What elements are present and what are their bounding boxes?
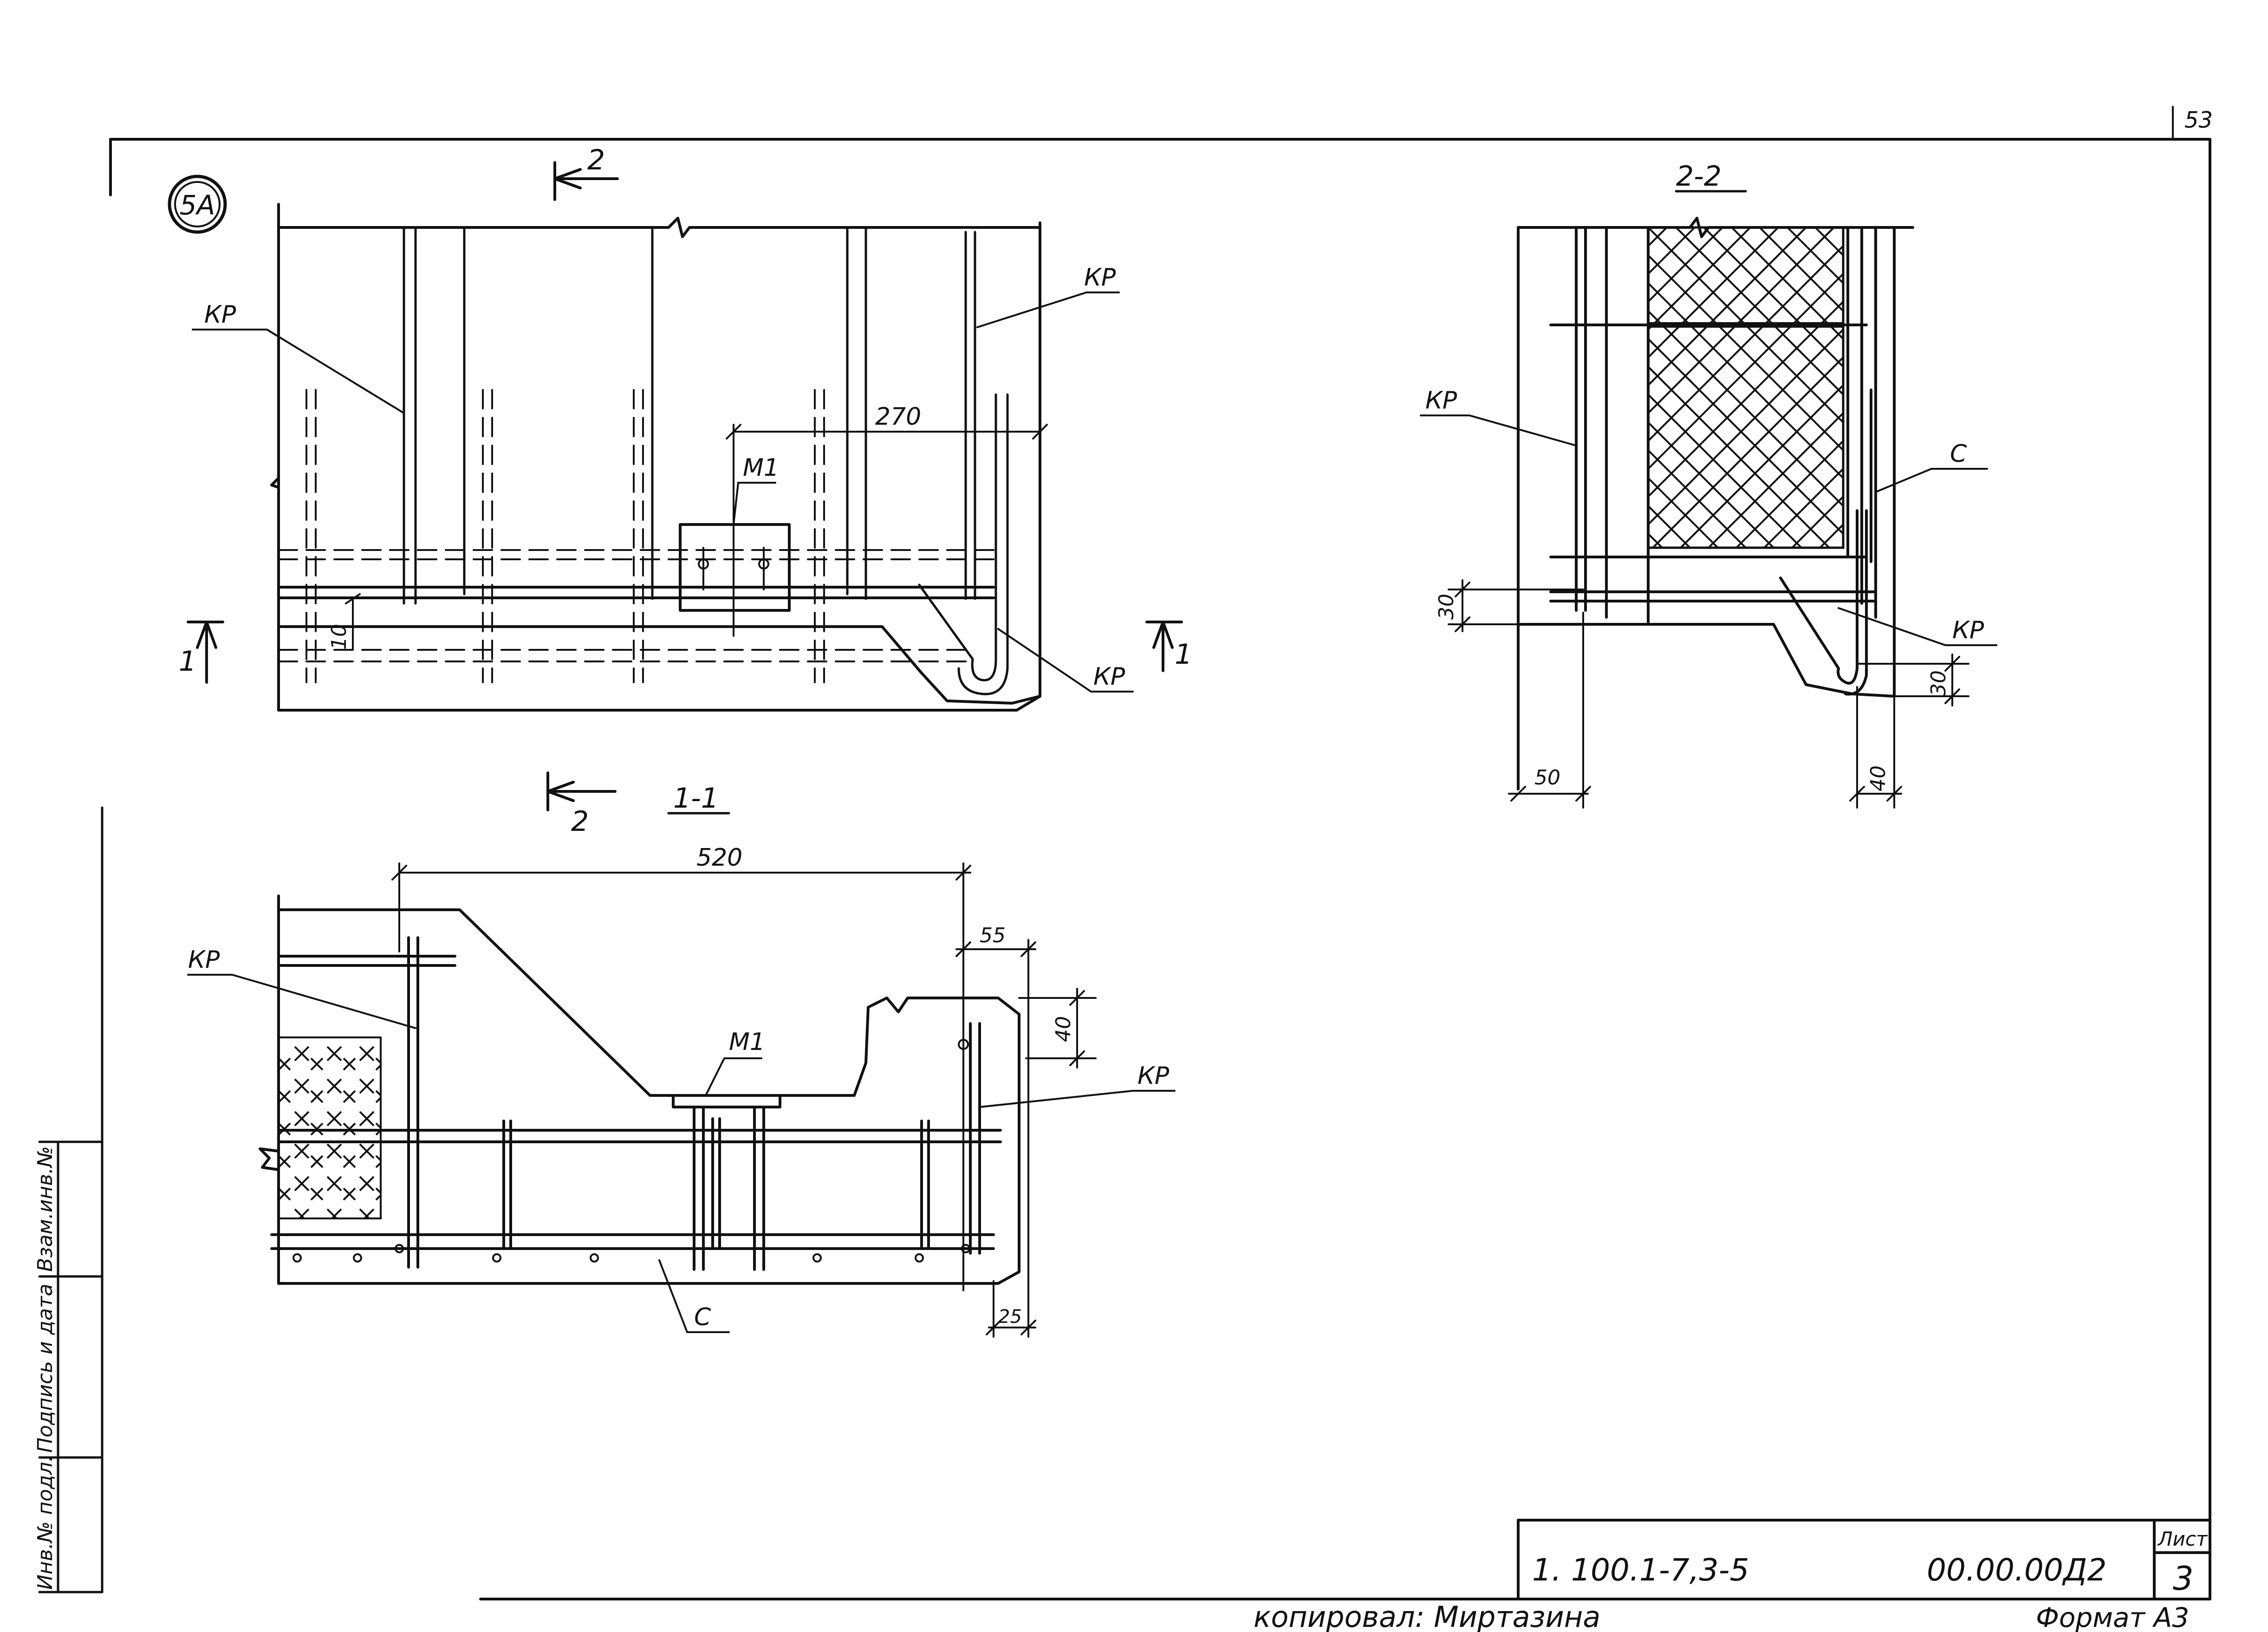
plan-outline — [270, 203, 1041, 712]
cut-mark-2-lower-label: 2 — [571, 805, 589, 838]
section-1-1-hatch — [278, 1036, 382, 1219]
plan-horizontal-bars — [277, 586, 995, 599]
dim-10-label: 10 — [327, 624, 351, 650]
dim-270-label: 270 — [875, 403, 921, 431]
s22-dim-50: 50 — [1534, 766, 1560, 790]
s11-dim-40: 40 — [1052, 1016, 1075, 1042]
section-2-2-title: 2-2 — [1676, 160, 1722, 193]
s11-label-c: С — [694, 1303, 711, 1331]
plan-label-kr-3: КР — [1093, 663, 1125, 691]
section-1-1: 2 1-1 520 — [187, 771, 1176, 1338]
side-stamp — [38, 806, 104, 1593]
s22-label-c: С — [1950, 440, 1967, 468]
dim-520 — [391, 862, 971, 1291]
s11-dim-25: 25 — [998, 1306, 1022, 1328]
page-number: 53 — [2184, 107, 2213, 133]
side-stamp-field-2: Подпись и дата — [33, 1284, 57, 1453]
cut-mark-1-left-label: 1 — [179, 645, 196, 678]
s22-dim-40: 40 — [1866, 765, 1890, 791]
dim-270 — [726, 424, 1048, 637]
s22-dim-30-right: 30 — [1927, 670, 1950, 696]
cut-mark-2-top — [553, 161, 619, 201]
section-2-2-hatch — [1647, 226, 1845, 549]
cut-mark-2-top-label: 2 — [587, 144, 605, 176]
dim-520-label: 520 — [696, 844, 742, 872]
plate-m1 — [679, 523, 791, 612]
title-block-code: 00.00.00Д2 — [1927, 1552, 2106, 1588]
sheet-frame — [109, 106, 2211, 1600]
side-stamp-field-3: Взам.инв.№ — [33, 1146, 57, 1272]
plan-rebars — [403, 226, 1009, 695]
plan-view: 270 10 М1 КР КР КР 2 — [179, 144, 1192, 712]
detail-mark: 5А — [168, 175, 227, 234]
s11-plate-m1-label: М1 — [729, 1028, 765, 1056]
section-1-1-title: 1-1 — [673, 782, 719, 815]
s22-label-kr-2: КР — [1952, 616, 1984, 644]
cut-mark-2-lower — [546, 771, 617, 811]
plan-hidden-bars — [278, 389, 994, 683]
format-label: Формат А3 — [2036, 1602, 2189, 1632]
s11-label-kr-2: КР — [1137, 1062, 1170, 1090]
s22-dim-30-left: 30 — [1435, 594, 1458, 620]
section-1-1-bars — [277, 936, 1002, 1269]
title-block-sheet-word: Лист — [2157, 1528, 2208, 1550]
s22-label-kr-1: КР — [1425, 387, 1457, 414]
detail-mark-label: 5А — [180, 189, 215, 221]
plate-m1-label: М1 — [743, 454, 779, 482]
s11-dim-55: 55 — [980, 924, 1006, 947]
side-stamp-field-1: Инв.№ подл. — [33, 1455, 57, 1590]
title-block — [1517, 1519, 2211, 1600]
section-2-2: 2-2 — [1420, 160, 1997, 809]
cut-mark-1-left — [187, 621, 224, 684]
section-1-1-bottom-bars — [292, 1039, 970, 1263]
s11-label-kr-1: КР — [188, 946, 220, 974]
cut-mark-1-right — [1145, 621, 1183, 672]
copy-label: копировал: Миртазина — [1254, 1600, 1600, 1632]
plan-label-kr-1: КР — [204, 301, 236, 329]
section-1-1-plate-m1 — [672, 1094, 781, 1271]
title-block-designation: 1. 100.1-7,3-5 — [1532, 1552, 1749, 1588]
plan-label-kr-2: КР — [1084, 264, 1116, 291]
title-block-sheet-no: 3 — [2173, 1560, 2194, 1598]
cut-mark-1-right-label: 1 — [1175, 638, 1192, 671]
